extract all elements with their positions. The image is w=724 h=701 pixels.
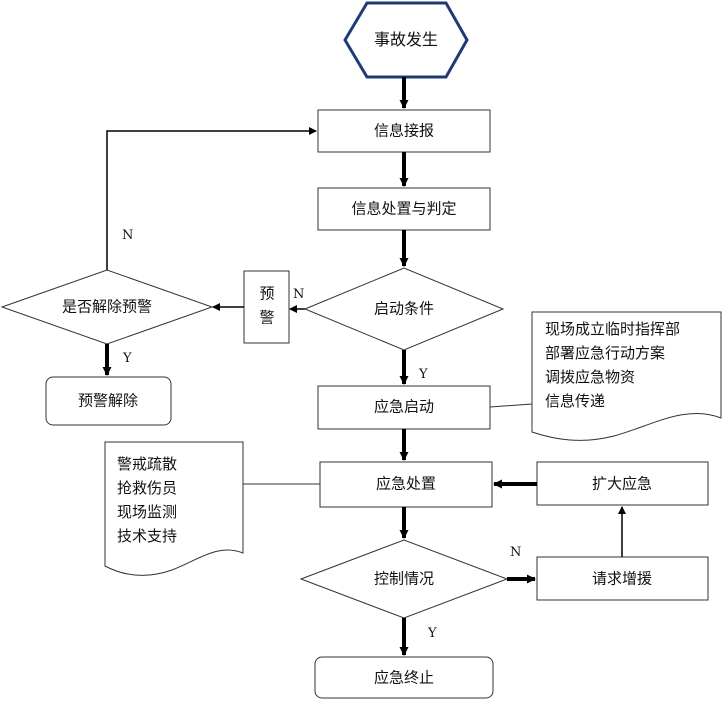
- expand-emergency-box: [536, 461, 709, 506]
- startup-note-line: 调拨应急物资: [545, 368, 636, 386]
- start-condition-diamond: [303, 267, 505, 351]
- handling-note-line: 现场监测: [117, 503, 178, 521]
- warning-box: [243, 270, 290, 344]
- startup-note-line: 现场成立临时指挥部: [545, 320, 681, 338]
- handling-note-shape: [104, 441, 244, 576]
- start-label: 事故发生: [373, 30, 439, 49]
- cancel-warning-label: 是否解除预警: [61, 297, 153, 316]
- warning-label-top: 预: [259, 284, 275, 303]
- request-support-label: 请求增援: [591, 569, 653, 588]
- handling-note-text: 警戒疏散 抢救伤员 现场监测 技术支持: [117, 452, 177, 548]
- start-yes-label: Y: [419, 367, 428, 382]
- loop-no-label: N: [122, 228, 134, 243]
- startup-note-line: 部署应急行动方案: [545, 344, 666, 362]
- info-receive-label: 信息接报: [373, 121, 435, 140]
- control-yes-label: Y: [428, 626, 437, 641]
- handling-note-line: 警戒疏散: [117, 455, 178, 473]
- startup-note-connector: [489, 403, 533, 408]
- startup-note-text: 现场成立临时指挥部 部署应急行动方案 调拨应急物资 信息传递: [545, 317, 680, 413]
- warning-no-label: N: [293, 287, 305, 302]
- cancel-yes-label: Y: [123, 351, 132, 366]
- emergency-start-box: [317, 385, 491, 430]
- expand-emergency-label: 扩大应急: [591, 474, 653, 493]
- startup-note-line: 信息传递: [545, 392, 606, 410]
- start-hexagon: [343, 1, 469, 79]
- startup-note-shape: [531, 311, 722, 441]
- handling-note-line: 技术支持: [117, 527, 178, 545]
- warning-cleared-label: 预警解除: [77, 391, 139, 410]
- emergency-handle-box: [319, 461, 493, 508]
- info-process-label: 信息处置与判定: [351, 199, 457, 218]
- start-condition-label: 启动条件: [373, 299, 435, 318]
- emergency-end-box: [314, 656, 494, 699]
- arrow-cancel-loop-back: [106, 127, 317, 270]
- info-receive-box: [317, 109, 491, 153]
- handling-note-line: 抢救伤员: [117, 479, 178, 497]
- warning-label-bottom: 警: [259, 308, 275, 327]
- emergency-handle-label: 应急处置: [375, 474, 437, 493]
- emergency-end-label: 应急终止: [373, 668, 435, 687]
- control-situation-label: 控制情况: [373, 569, 435, 588]
- request-support-box: [536, 556, 709, 601]
- emergency-start-label: 应急启动: [373, 397, 435, 416]
- control-no-label: N: [510, 545, 522, 560]
- warning-cleared-box: [45, 376, 172, 426]
